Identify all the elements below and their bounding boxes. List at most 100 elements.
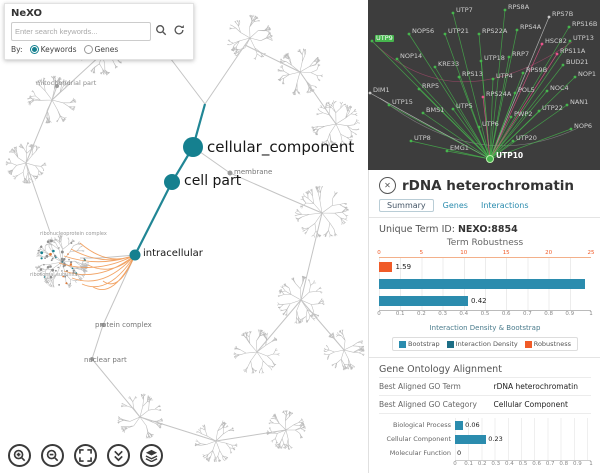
gene-node-label[interactable]: NAN1 (570, 98, 589, 106)
gene-node-label[interactable]: UTP13 (573, 34, 594, 42)
zoom-in-button[interactable] (8, 444, 31, 467)
category-label: Cellular Component (386, 435, 451, 443)
gene-node-label[interactable]: UTP4 (496, 72, 513, 80)
ontology-graph[interactable] (0, 0, 368, 473)
gene-node-label[interactable]: RPS16B (572, 20, 598, 28)
row-name: Best Aligned GO Category (379, 400, 477, 409)
gene-node-label[interactable]: UTP7 (456, 6, 473, 14)
table-row: Best Aligned GO Category Cellular Compon… (379, 396, 591, 414)
gene-node-label[interactable]: UTP21 (448, 27, 469, 35)
search-panel: NeXO By: Keywords Genes (4, 3, 194, 60)
axis-tick: 0.6 (501, 311, 511, 317)
gene-node-label[interactable]: NOP56 (412, 27, 435, 35)
gene-node-label[interactable]: DIM1 (373, 86, 390, 94)
radio-genes-circle[interactable] (83, 45, 93, 54)
subnetwork-graph[interactable] (368, 0, 600, 170)
gene-node-label[interactable]: UTP10 (496, 151, 524, 160)
gene-node-label[interactable]: RPS24A (486, 90, 512, 98)
branch-label[interactable]: ribosomal subunit (30, 272, 75, 278)
row-value: Cellular Component (493, 400, 568, 409)
collapse-button[interactable] (107, 444, 130, 467)
gene-node-label[interactable]: NOP14 (400, 52, 423, 60)
gene-node-label[interactable]: POL5 (518, 86, 535, 94)
gene-node-label[interactable]: BMS1 (426, 106, 445, 114)
gene-node-label[interactable]: UTP22 (542, 104, 563, 112)
axis-tick: 0 (453, 461, 457, 467)
gene-node-label[interactable]: EMG1 (450, 144, 469, 152)
axis-tick: 1 (589, 461, 593, 467)
layers-button[interactable] (140, 444, 163, 467)
category-label: Biological Process (392, 421, 451, 429)
gene-node-label[interactable]: UTP20 (516, 134, 537, 142)
gene-node-label[interactable]: UTP9 (375, 34, 394, 42)
axis-tick: 0.7 (523, 311, 532, 317)
legend-item: Bootstrap (398, 340, 440, 348)
ontology-tree-panel[interactable]: cellular_component cell part intracellul… (0, 0, 368, 473)
refresh-button[interactable] (171, 24, 187, 40)
divider (369, 357, 600, 358)
search-button[interactable] (153, 24, 169, 40)
gene-node-label[interactable]: UTP5 (456, 102, 473, 110)
radio-keywords-circle[interactable] (29, 45, 39, 54)
gene-node-label[interactable]: PWP2 (514, 110, 533, 118)
search-input[interactable] (11, 22, 151, 41)
gene-node-label[interactable]: RPS11A (560, 47, 586, 55)
cc-bar (455, 434, 487, 444)
gene-node-label[interactable]: RRP5 (422, 82, 440, 90)
category-label: Molecular Function (389, 449, 451, 457)
axis-tick: 0.1 (395, 311, 405, 317)
close-icon[interactable]: ✕ (379, 177, 396, 194)
branch-label[interactable]: protein complex (95, 321, 152, 329)
gene-node-label[interactable]: RPS7B (552, 10, 574, 18)
gene-node-label[interactable]: RPS22A (482, 27, 508, 35)
node-label-cellular-component[interactable]: cellular_component (207, 138, 355, 156)
zoom-in-icon (13, 449, 26, 462)
legend-item: Interaction Density (446, 340, 518, 348)
search-icon (155, 24, 167, 39)
axis-tick: 0.2 (477, 461, 487, 467)
go-alignment-table: Best Aligned GO Term rDNA heterochromati… (379, 377, 591, 414)
details-tab[interactable]: Interactions (480, 201, 529, 210)
legend-swatch (398, 340, 406, 348)
cc-value: 0.23 (488, 435, 503, 443)
term-title: rDNA heterochromatin (402, 177, 575, 194)
radio-keywords[interactable]: Keywords (29, 45, 77, 54)
gene-node-label[interactable]: UTP15 (392, 98, 413, 106)
gene-node-label[interactable]: RPS13 (462, 70, 483, 78)
gene-node-label[interactable]: UTP6 (482, 120, 499, 128)
radio-genes[interactable]: Genes (83, 45, 118, 54)
gene-node-label[interactable]: KRE33 (438, 60, 460, 68)
zoom-out-button[interactable] (41, 444, 64, 467)
fit-view-button[interactable] (74, 444, 97, 467)
gene-node-label[interactable]: RPS8A (508, 3, 530, 11)
gene-node-label[interactable]: UTP8 (414, 134, 431, 142)
branch-label[interactable]: membrane (234, 168, 273, 176)
density-bar (379, 296, 469, 306)
details-tab[interactable]: Summary (379, 199, 434, 212)
gene-node-label[interactable]: HSC82 (545, 37, 567, 45)
gene-node-label[interactable]: BUD21 (566, 58, 589, 66)
branch-label[interactable]: nuclear part (84, 356, 127, 364)
gene-node-label[interactable]: UTP18 (484, 54, 505, 62)
node-label-cell-part[interactable]: cell part (184, 173, 242, 189)
bootstrap-bar (379, 279, 585, 289)
axis-tick: 0.2 (417, 311, 426, 317)
details-tab[interactable]: Genes (442, 201, 468, 210)
gene-node-label[interactable]: NOP1 (578, 70, 597, 78)
layers-icon (145, 449, 158, 462)
gene-node-label[interactable]: NOC4 (550, 84, 569, 92)
axis-tick: 0.5 (518, 461, 528, 467)
axis-tick: 0.6 (532, 461, 541, 467)
gene-node-label[interactable]: NOP6 (574, 122, 593, 130)
gene-node-label[interactable]: RRP7 (512, 50, 530, 58)
gene-node-label[interactable]: RPS9B (526, 66, 548, 74)
node-label-intracellular[interactable]: intracellular (143, 248, 203, 259)
subnetwork-panel[interactable]: UTP7 RPS8A RPS7B RPS16B UTP9 NOP56 UTP21 RPS22A… (368, 0, 600, 170)
gene-node-label[interactable]: RPS4A (520, 23, 542, 31)
branch-label[interactable]: ribonucleoprotein complex (40, 231, 107, 237)
branch-label[interactable]: mitochondrial part (36, 79, 97, 87)
